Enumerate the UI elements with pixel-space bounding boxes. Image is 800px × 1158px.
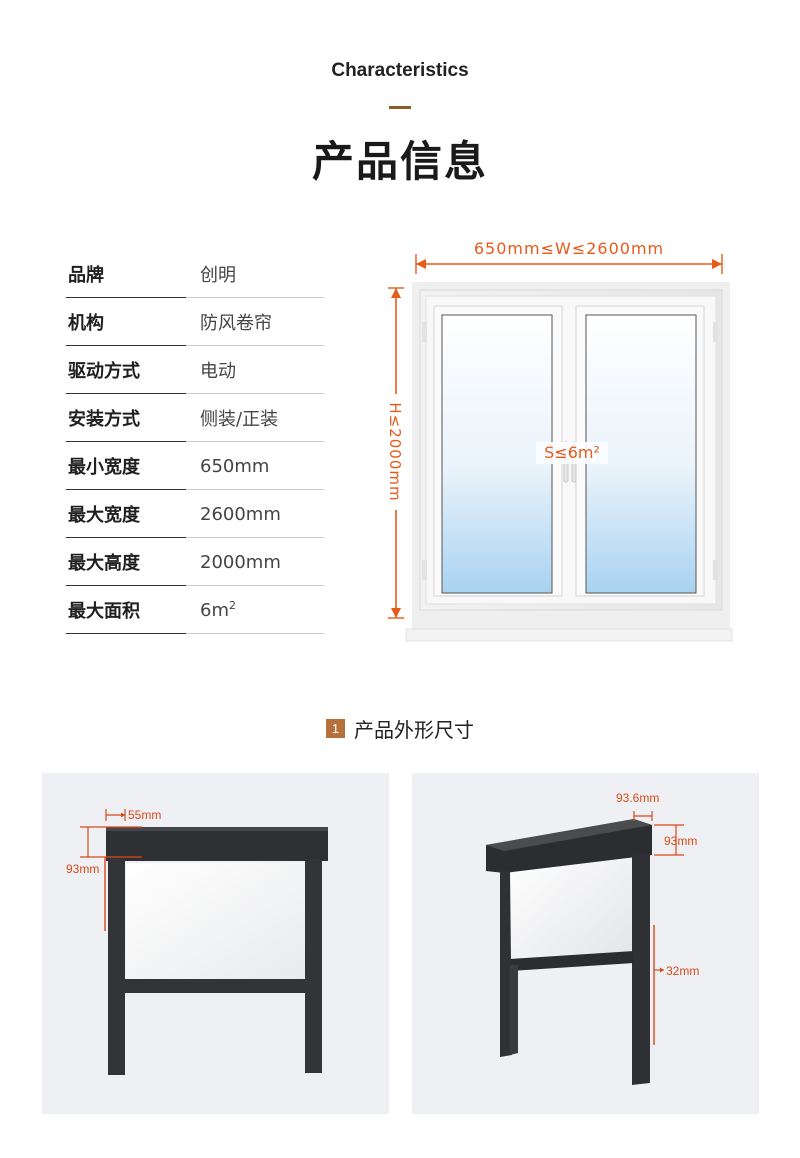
section-subtitle: Characteristics: [331, 60, 469, 81]
spec-value: 创明: [200, 265, 236, 286]
spec-row: 驱动方式 电动: [66, 346, 324, 394]
spec-row: 最大宽度 2600mm: [66, 490, 324, 538]
box-depth-label: 93.6mm: [616, 791, 659, 805]
spec-value: 2000mm: [200, 551, 281, 573]
spec-label: 最大宽度: [68, 505, 140, 526]
height-limit-label: H≤2000mm: [386, 402, 404, 501]
spec-label: 安装方式: [68, 409, 140, 430]
accent-divider: [389, 106, 411, 109]
angled-view-photo: 93.6mm 93mm 32mm: [412, 773, 759, 1114]
section-number-badge: 1: [326, 719, 345, 738]
spec-label: 机构: [68, 313, 104, 334]
spec-row: 机构 防风卷帘: [66, 298, 324, 346]
spec-label: 最大高度: [68, 553, 140, 574]
spec-value: 防风卷帘: [200, 313, 272, 334]
front-view-photo: 55mm 93mm: [42, 773, 389, 1114]
rail-width-label: 32mm: [666, 964, 699, 978]
spec-value: 6m2: [200, 598, 236, 621]
spec-row: 品牌 创明: [66, 250, 324, 298]
page-title: 产品信息: [311, 137, 488, 186]
spec-row: 最大高度 2000mm: [66, 538, 324, 586]
width-range-label: 650mm≤W≤2600mm: [474, 239, 664, 258]
top-height-label: 93mm: [66, 862, 99, 876]
spec-table: 品牌 创明 机构 防风卷帘 驱动方式 电动 安装方式 侧装/正装 最小宽度 65…: [66, 250, 324, 634]
spec-row: 最大面积 6m2: [66, 586, 324, 634]
spec-value: 650mm: [200, 455, 270, 477]
window-dimension-diagram: 650mm≤W≤2600mm H≤2000mm S≤6m²: [386, 238, 733, 642]
spec-label: 品牌: [68, 265, 104, 286]
section-label: 产品外形尺寸: [354, 718, 474, 742]
spec-row: 最小宽度 650mm: [66, 442, 324, 490]
spec-value: 电动: [200, 361, 236, 382]
spec-value: 2600mm: [200, 503, 281, 525]
spec-row: 安装方式 侧装/正装: [66, 394, 324, 442]
section-header: 1 产品外形尺寸: [0, 714, 800, 743]
spec-label: 最小宽度: [68, 457, 140, 478]
spec-label: 最大面积: [68, 601, 140, 622]
spec-label: 驱动方式: [68, 361, 140, 382]
angled-view-illustration: 93.6mm 93mm 32mm: [486, 791, 699, 1085]
front-view-illustration: 55mm 93mm: [66, 808, 328, 1075]
spec-value: 侧装/正装: [200, 409, 279, 430]
top-width-label: 55mm: [128, 808, 161, 822]
box-height-label: 93mm: [664, 834, 697, 848]
area-limit-label: S≤6m²: [544, 443, 600, 462]
